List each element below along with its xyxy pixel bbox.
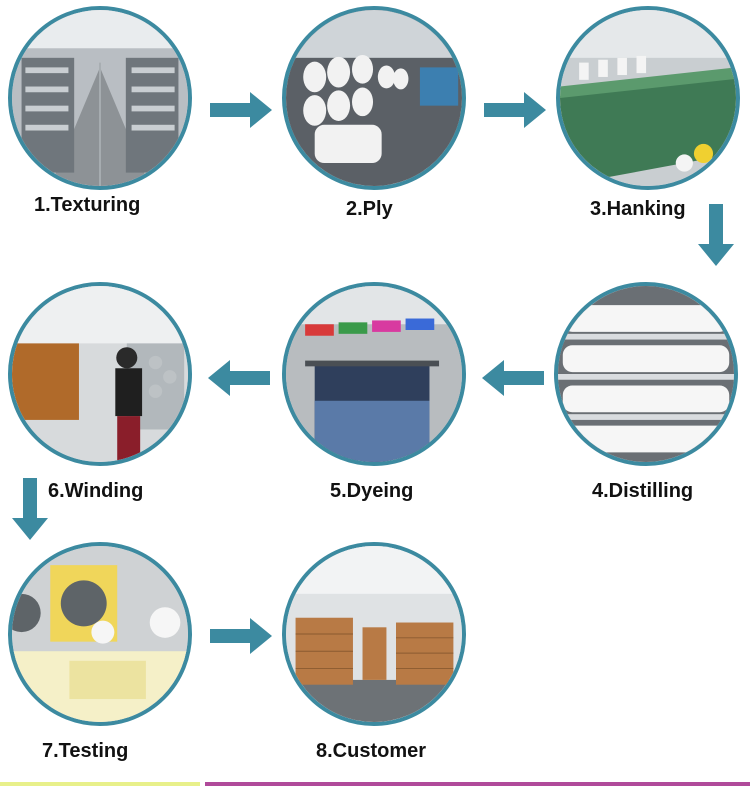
step-2-photo — [282, 6, 466, 190]
step-1-photo — [8, 6, 192, 190]
bottom-strip — [0, 782, 200, 786]
bottom-strip — [205, 782, 750, 786]
arrow-left-icon — [208, 360, 270, 396]
step-7-label: 7.Testing — [42, 740, 129, 762]
step-4-label: 4.Distilling — [592, 480, 694, 502]
step-3-label: 3.Hanking — [590, 198, 686, 220]
arrow-down-icon — [698, 204, 734, 266]
arrow-down-icon — [12, 478, 48, 540]
step-4-photo — [554, 282, 738, 466]
arrow-right-icon — [210, 92, 272, 128]
step-7-photo — [8, 542, 192, 726]
step-6-photo — [8, 282, 192, 466]
step-3-photo — [556, 6, 740, 190]
arrow-left-icon — [482, 360, 544, 396]
arrow-right-icon — [210, 618, 272, 654]
step-2-label: 2.Ply — [346, 198, 393, 220]
step-8-photo — [282, 542, 466, 726]
step-6-label: 6.Winding — [48, 480, 144, 502]
step-5-photo — [282, 282, 466, 466]
step-8-label: 8.Customer — [316, 740, 427, 762]
arrow-right-icon — [484, 92, 546, 128]
step-1-label: 1.Texturing — [34, 194, 141, 216]
step-5-label: 5.Dyeing — [330, 480, 414, 502]
